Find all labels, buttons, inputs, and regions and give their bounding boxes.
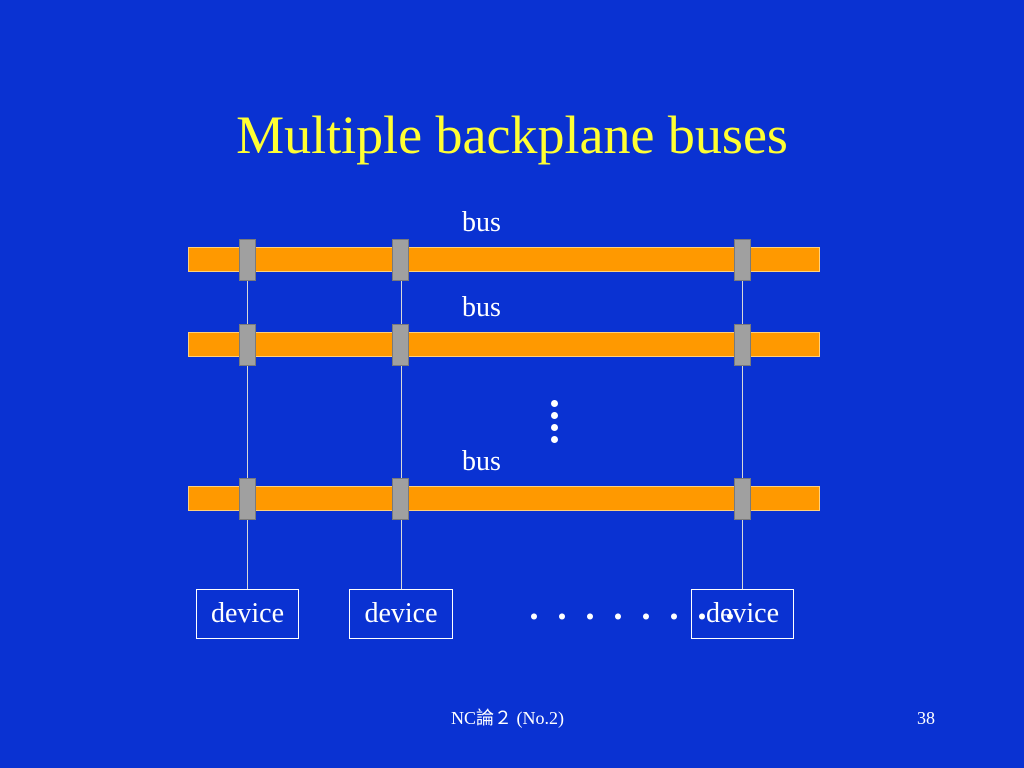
bus-connector [734,239,751,281]
bus-connector [239,478,256,520]
bus-bar-3 [188,486,820,511]
bus-connector [392,239,409,281]
footer-course-label: NC論２ (No.2) [451,708,564,728]
slide-title: Multiple backplane buses [236,105,788,165]
bus-connector [239,324,256,366]
device-line-2 [401,256,402,590]
bus-connector [392,478,409,520]
device-box-3: device [691,589,794,639]
device-line-1 [247,256,248,590]
device-box-2: device [349,589,453,639]
bus-label-1: bus [462,207,501,238]
bus-bar-2 [188,332,820,357]
bus-bar-1 [188,247,820,272]
device-box-1: device [196,589,299,639]
bus-label-3: bus [462,446,501,477]
vertical-ellipsis [548,400,560,448]
bus-connector [734,324,751,366]
bus-connector [392,324,409,366]
horizontal-ellipsis: ・・・・・・・・ [520,603,745,634]
bus-connector [734,478,751,520]
bus-label-2: bus [462,292,501,323]
bus-connector [239,239,256,281]
footer-page-number: 38 [917,708,935,728]
device-line-3 [742,256,743,590]
